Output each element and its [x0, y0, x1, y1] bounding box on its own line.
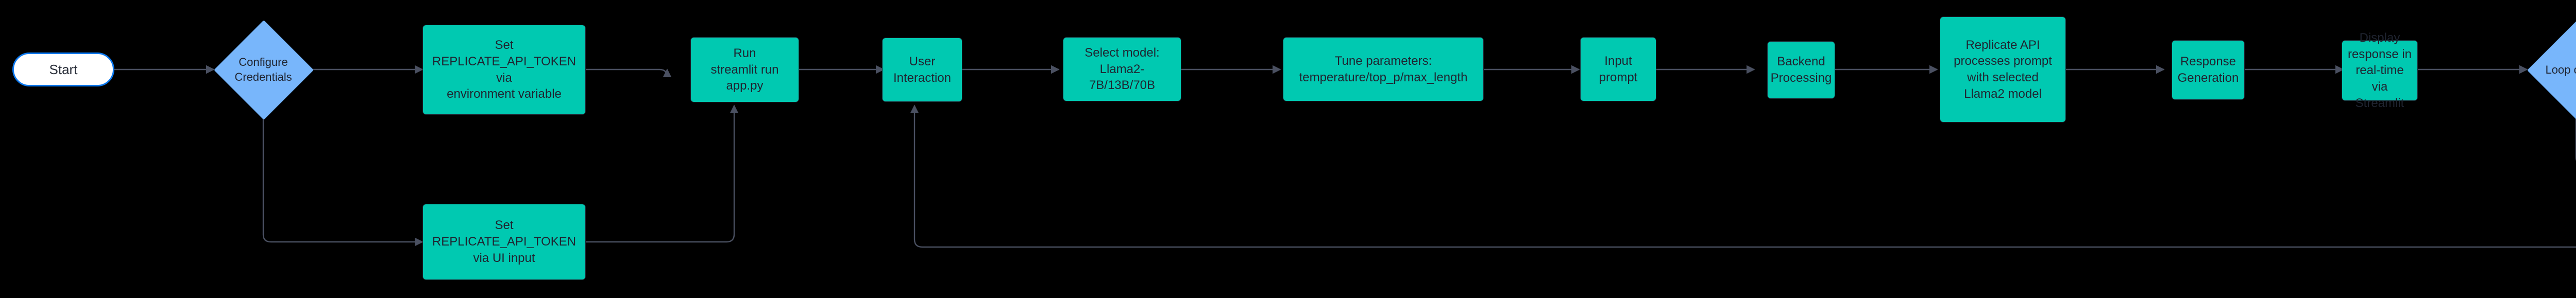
- node-set-token-ui-label: Set REPLICATE_API_TOKEN via UI input: [432, 218, 577, 265]
- node-loop-or-end-label: Loop or End: [2545, 63, 2576, 76]
- edge-token-ui-to-run-app: [586, 104, 739, 243]
- node-configure-credentials[interactable]: Configure Credentials: [214, 20, 314, 120]
- node-replicate-api-label: Replicate API processes prompt with sele…: [1954, 38, 2052, 101]
- edge-user-cont-to-user-inter: [910, 104, 2576, 248]
- node-user-interaction[interactable]: User Interaction: [882, 38, 962, 102]
- node-input-prompt-label: Input prompt: [1599, 54, 1638, 84]
- node-response-generation[interactable]: Response Generation: [2172, 40, 2245, 100]
- edge-token-env-to-run-app: [586, 68, 672, 78]
- node-replicate-api[interactable]: Replicate API processes prompt with sele…: [1940, 16, 2066, 122]
- node-set-token-env[interactable]: Set REPLICATE_API_TOKEN via environment …: [422, 25, 586, 115]
- node-start-label: Start: [49, 61, 78, 77]
- node-backend-processing-label: Backend Processing: [1770, 55, 1832, 85]
- edge-configure-to-token-ui: [262, 111, 423, 247]
- node-display-response-label: Display response in real-time via Stream…: [2347, 30, 2412, 110]
- node-input-prompt[interactable]: Input prompt: [1580, 37, 1656, 101]
- node-select-model[interactable]: Select model: Llama2-7B/13B/70B: [1063, 37, 1181, 101]
- node-run-app[interactable]: Run streamlit run app.py: [690, 37, 799, 102]
- node-loop-or-end[interactable]: Loop or End: [2527, 21, 2576, 120]
- node-response-generation-label: Response Generation: [2177, 55, 2239, 85]
- node-tune-parameters-label: Tune parameters: temperature/top_p/max_l…: [1299, 54, 1468, 84]
- node-set-token-ui[interactable]: Set REPLICATE_API_TOKEN via UI input: [422, 204, 586, 280]
- node-configure-credentials-label: Configure Credentials: [234, 55, 292, 83]
- node-select-model-label: Select model: Llama2-7B/13B/70B: [1084, 45, 1160, 93]
- node-set-token-env-label: Set REPLICATE_API_TOKEN via environment …: [432, 38, 577, 101]
- node-user-interaction-label: User Interaction: [893, 54, 952, 85]
- node-tune-parameters[interactable]: Tune parameters: temperature/top_p/max_l…: [1283, 37, 1484, 101]
- node-start[interactable]: Start: [12, 52, 114, 86]
- node-display-response[interactable]: Display response in real-time via Stream…: [2342, 31, 2418, 110]
- node-run-app-label: Run streamlit run app.py: [710, 46, 779, 93]
- node-backend-processing[interactable]: Backend Processing: [1767, 41, 1835, 99]
